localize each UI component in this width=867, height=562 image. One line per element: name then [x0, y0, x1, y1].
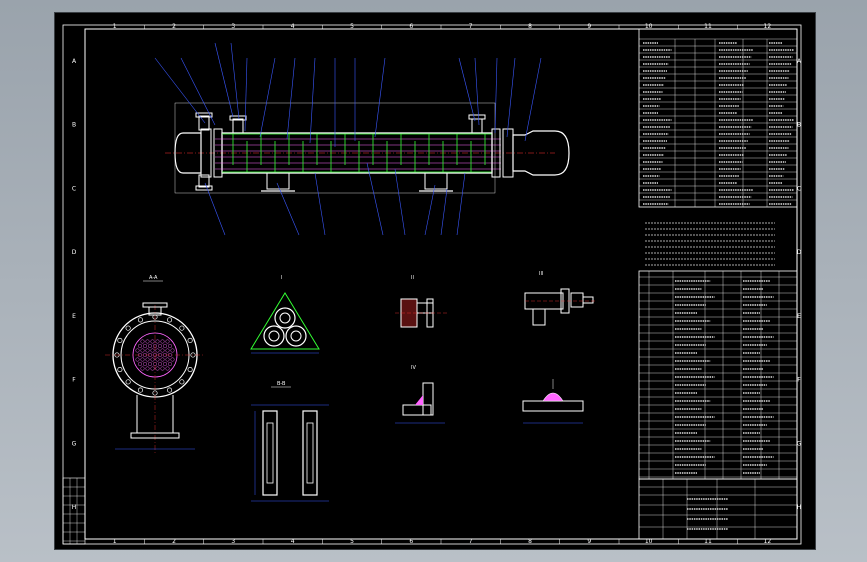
zone-label-right: H	[797, 504, 802, 511]
zone-label-top: 9	[587, 23, 591, 30]
zone-label-left: B	[72, 122, 76, 129]
zone-label-bottom: 3	[231, 538, 235, 545]
zone-label-bottom: 2	[172, 538, 176, 545]
title-block-area	[62, 28, 798, 545]
weld-detail-v	[522, 379, 584, 424]
flange-detail-ii: II	[395, 275, 447, 328]
zone-label-top: 2	[172, 23, 176, 30]
nozzle-detail-iii: III	[524, 271, 595, 326]
zone-label-top: 4	[291, 23, 295, 30]
zone-label-right: F	[797, 377, 801, 384]
weld-detail-iv: IV	[395, 365, 445, 424]
tube-pitch-detail: I	[250, 275, 320, 354]
zone-label-bottom: 1	[113, 538, 117, 545]
table-text-marks	[643, 42, 794, 530]
zone-label-top: 10	[645, 23, 653, 30]
zone-label-top: 1	[113, 23, 117, 30]
zone-label-top: 7	[469, 23, 473, 30]
zone-label-left: A	[72, 58, 77, 65]
zone-label-bottom: 5	[350, 538, 354, 545]
baffle-section-view: B-B	[251, 381, 329, 502]
detail-ii-label: II	[411, 275, 414, 281]
detail-iv-label: IV	[411, 365, 416, 371]
zone-label-right: E	[797, 313, 801, 320]
zone-label-left: E	[72, 313, 76, 320]
zone-label-bottom: 7	[469, 538, 473, 545]
zone-label-top: 3	[231, 23, 235, 30]
zone-label-bottom: 9	[587, 538, 591, 545]
section-view-label: A-A	[149, 275, 158, 281]
zone-label-bottom: 10	[645, 538, 653, 545]
baffle-view-label: B-B	[277, 381, 286, 387]
zone-label-left: C	[72, 185, 76, 192]
zone-label-left: G	[72, 440, 77, 447]
zone-label-top: 6	[409, 23, 413, 30]
detail-i-label: I	[281, 275, 282, 281]
zone-label-bottom: 12	[764, 538, 772, 545]
tube-sheet-section-view: A-A	[105, 275, 205, 453]
zone-label-right: G	[797, 440, 802, 447]
zone-label-right: C	[797, 185, 801, 192]
zone-label-right: D	[797, 249, 802, 256]
main-elevation-view	[154, 42, 570, 236]
zone-label-bottom: 6	[409, 538, 413, 545]
zone-label-top: 12	[764, 23, 772, 30]
zone-label-top: 5	[350, 23, 354, 30]
zone-label-left: H	[72, 504, 77, 511]
zone-label-left: D	[72, 249, 77, 256]
zone-label-top: 11	[704, 23, 712, 30]
outer-border	[62, 24, 802, 545]
detail-iii-label: III	[539, 271, 543, 277]
zone-label-right: B	[797, 122, 801, 129]
zone-label-left: F	[72, 377, 76, 384]
zone-label-bottom: 8	[528, 538, 532, 545]
zone-label-bottom: 4	[291, 538, 295, 545]
zone-label-bottom: 11	[704, 538, 712, 545]
zone-label-right: A	[797, 58, 802, 65]
zone-label-top: 8	[528, 23, 532, 30]
